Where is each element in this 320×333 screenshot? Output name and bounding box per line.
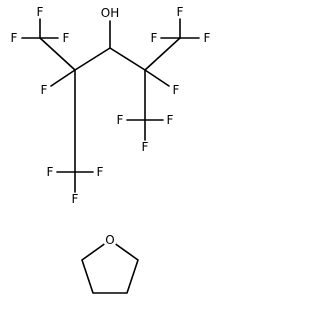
chemical-structure: F F F F OH F F F F F F F F F F O <box>11 5 211 294</box>
bond-c2-cf3-left <box>39 37 76 71</box>
fluorinated-alcohol: F F F F OH F F F F F F F F F F <box>11 5 211 206</box>
fluorine-label: F <box>151 31 158 45</box>
bond-c4-cf3-top <box>144 37 181 71</box>
fluorine-label: F <box>37 5 44 19</box>
tetrahydrofuran: O <box>81 233 139 294</box>
bond-f4 <box>50 69 76 87</box>
carbon-skeleton <box>39 37 181 173</box>
fluorine-label: F <box>167 113 174 127</box>
fluorine-label: F <box>117 113 124 127</box>
heteroatom-bonds <box>21 18 200 193</box>
fluorine-label: F <box>63 31 70 45</box>
oxygen-label-background <box>103 233 117 247</box>
fluorine-label: F <box>142 140 149 154</box>
fluorine-label: F <box>204 31 211 45</box>
fluorine-label: F <box>177 5 184 19</box>
fluorine-label: F <box>47 165 54 179</box>
thf-ring <box>81 239 139 294</box>
fluorine-label: F <box>11 31 18 45</box>
fluorine-label: F <box>41 83 48 97</box>
bond-f8 <box>144 69 170 87</box>
hydroxyl-label: OH <box>101 6 119 20</box>
atom-labels: F F F F OH F F F F F F F F F F <box>11 5 211 206</box>
fluorine-label: F <box>72 192 79 206</box>
fluorine-label: F <box>97 165 104 179</box>
fluorine-label: F <box>173 83 180 97</box>
bond-c2-c3 <box>74 47 111 71</box>
oxygen-label: O <box>105 233 114 247</box>
bond-c3-c4 <box>109 47 146 71</box>
